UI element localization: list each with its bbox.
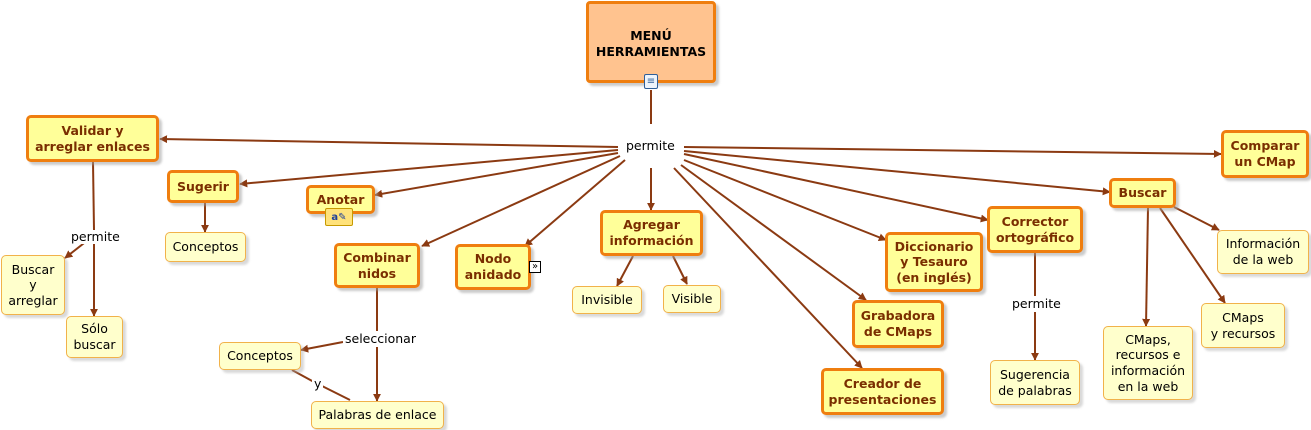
link-permite-main: permite: [624, 138, 677, 153]
root-node[interactable]: MENÚ HERRAMIENTAS: [586, 1, 716, 83]
node-visible[interactable]: Visible: [663, 285, 721, 313]
node-validar[interactable]: Validar y arreglar enlaces: [26, 115, 159, 162]
connector-conceptos-y: [291, 369, 315, 383]
arrow-to-corrector: [683, 153, 989, 223]
connector-validar-permite: [92, 161, 95, 231]
node-cmaps-recursos[interactable]: CMaps y recursos: [1201, 303, 1285, 348]
arrow-to-invisible: [616, 255, 634, 287]
node-diccionario[interactable]: Diccionario y Tesauro (en inglés): [885, 232, 983, 292]
node-sugerir-conceptos[interactable]: Conceptos: [165, 232, 246, 262]
arrow-to-grabadora: [680, 164, 867, 301]
annotation-icon[interactable]: a✎: [325, 208, 353, 226]
arrow-to-cmaps-recursos-info: [1142, 207, 1151, 327]
node-buscar-arreglar[interactable]: Buscar y arreglar: [1, 255, 65, 315]
node-solo-buscar[interactable]: Sólo buscar: [66, 316, 123, 358]
arrow-to-comparar: [683, 146, 1222, 158]
node-cmaps-recursos-info[interactable]: CMaps, recursos e información en la web: [1103, 326, 1193, 400]
node-nodo-anidado[interactable]: Nodo anidado: [455, 244, 531, 290]
arrow-to-sugerir: [239, 149, 619, 188]
connector-y-palabras: [321, 385, 351, 401]
arrow-to-combinar: [421, 155, 621, 247]
node-buscar[interactable]: Buscar: [1109, 178, 1176, 208]
node-creador[interactable]: Creador de presentaciones: [821, 368, 944, 415]
node-combinar[interactable]: Combinar nidos: [334, 243, 420, 288]
node-agregar[interactable]: Agregar información: [600, 210, 703, 256]
arrow-to-diccionario: [683, 159, 887, 242]
node-comparar[interactable]: Comparar un CMap: [1221, 130, 1309, 178]
arrow-to-cmaps-recursos: [1159, 207, 1226, 304]
node-sugerir[interactable]: Sugerir: [167, 170, 239, 203]
node-corrector[interactable]: Corrector ortográfico: [987, 206, 1083, 253]
expand-nested-icon[interactable]: »: [529, 261, 541, 273]
link-y: y: [312, 376, 324, 391]
link-corrector-permite: permite: [1010, 296, 1063, 311]
link-validar-permite: permite: [69, 229, 122, 244]
arrow-to-validar: [159, 135, 619, 148]
node-invisible[interactable]: Invisible: [572, 286, 642, 314]
arrow-to-creador: [673, 167, 863, 369]
arrow-to-combinar-conceptos: [300, 341, 344, 353]
node-combinar-conceptos[interactable]: Conceptos: [219, 342, 301, 370]
arrow-to-visible: [672, 255, 688, 285]
node-informacion-web[interactable]: Información de la web: [1217, 230, 1309, 274]
node-grabadora[interactable]: Grabadora de CMaps: [852, 300, 944, 348]
link-combinar-seleccionar: seleccionar: [343, 331, 418, 346]
node-palabras-enlace[interactable]: Palabras de enlace: [311, 401, 444, 429]
arrow-to-buscar: [683, 150, 1111, 196]
document-icon[interactable]: ≡: [644, 74, 658, 89]
arrow-to-informacion-web: [1173, 206, 1220, 231]
node-sugerencia[interactable]: Sugerencia de palabras: [990, 360, 1080, 405]
arrow-to-anotar: [374, 152, 619, 198]
arrow-to-nodo-anidado: [524, 159, 626, 247]
